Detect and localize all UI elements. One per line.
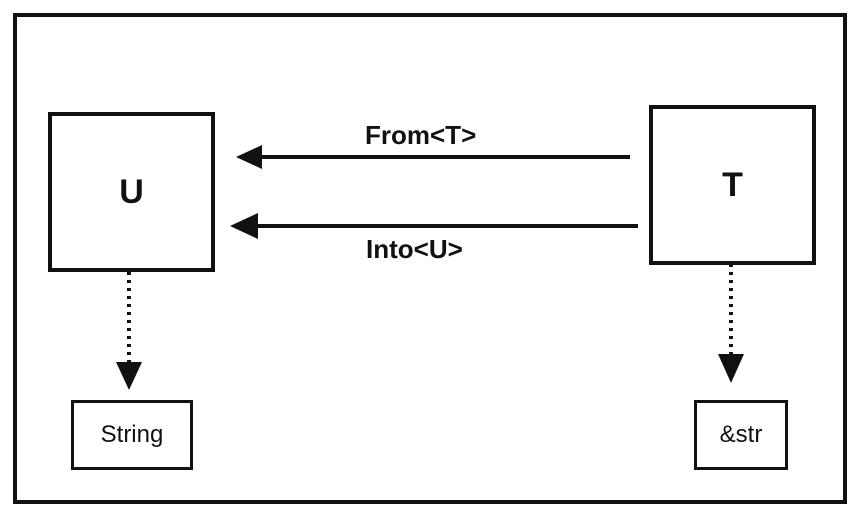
node-string: String [71, 400, 193, 470]
node-u: U [48, 112, 215, 272]
node-t: T [649, 105, 816, 265]
from-edge-label: From<T> [365, 120, 477, 150]
into-edge-label: Into<U> [366, 234, 463, 264]
node-u-label: U [119, 172, 144, 211]
node-str-label: &str [719, 421, 763, 448]
node-string-label: String [100, 421, 164, 448]
node-t-label: T [722, 165, 743, 204]
node-str: &str [694, 400, 788, 470]
diagram-frame [13, 13, 847, 504]
